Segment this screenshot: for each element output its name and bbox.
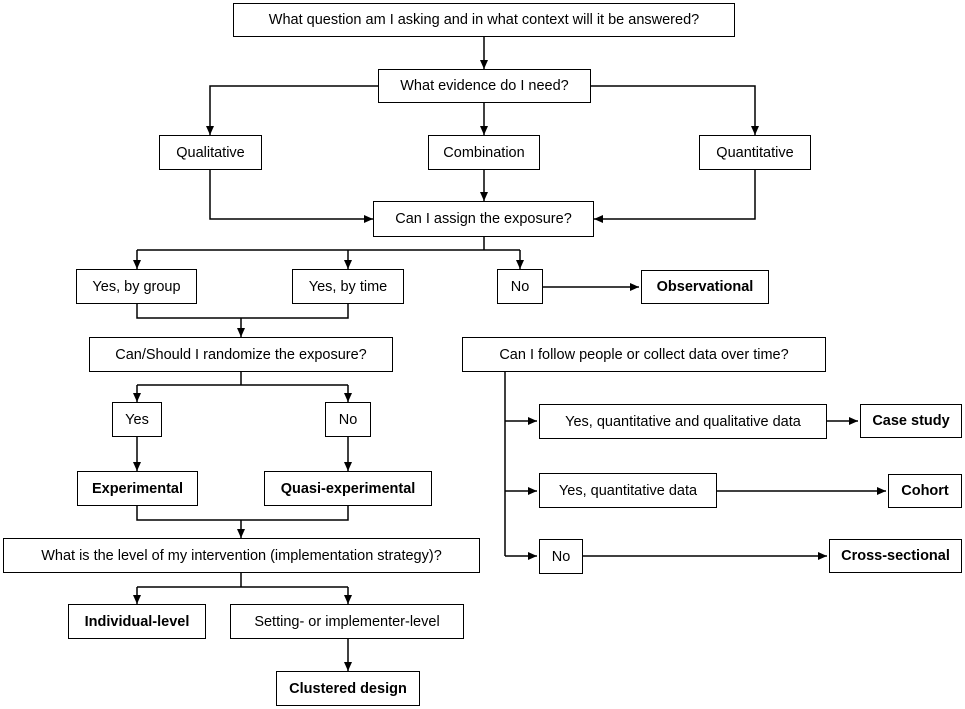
case-study-outcome-box: Case study bbox=[860, 404, 962, 438]
no-randomize-box: No bbox=[325, 402, 371, 437]
context-question-box: What question am I asking and in what co… bbox=[233, 3, 735, 37]
evidence-question-box: What evidence do I need? bbox=[378, 69, 591, 103]
observational-outcome-box: Observational bbox=[641, 270, 769, 304]
qualitative-box: Qualitative bbox=[159, 135, 262, 170]
quasi-experimental-outcome-box: Quasi-experimental bbox=[264, 471, 432, 506]
clustered-design-outcome-box: Clustered design bbox=[276, 671, 420, 706]
yes-quant-qual-box: Yes, quantitative and qualitative data bbox=[539, 404, 827, 439]
yes-by-group-box: Yes, by group bbox=[76, 269, 197, 304]
combination-box: Combination bbox=[428, 135, 540, 170]
cohort-outcome-box: Cohort bbox=[888, 474, 962, 508]
assign-exposure-question-box: Can I assign the exposure? bbox=[373, 201, 594, 237]
cross-sectional-outcome-box: Cross-sectional bbox=[829, 539, 962, 573]
experimental-outcome-box: Experimental bbox=[77, 471, 198, 506]
intervention-level-question-box: What is the level of my intervention (im… bbox=[3, 538, 480, 573]
yes-randomize-box: Yes bbox=[112, 402, 162, 437]
quantitative-box: Quantitative bbox=[699, 135, 811, 170]
randomize-question-box: Can/Should I randomize the exposure? bbox=[89, 337, 393, 372]
no-assign-box: No bbox=[497, 269, 543, 304]
follow-over-time-question-box: Can I follow people or collect data over… bbox=[462, 337, 826, 372]
yes-by-time-box: Yes, by time bbox=[292, 269, 404, 304]
setting-level-box: Setting- or implementer-level bbox=[230, 604, 464, 639]
no-follow-box: No bbox=[539, 539, 583, 574]
yes-quant-box: Yes, quantitative data bbox=[539, 473, 717, 508]
individual-level-outcome-box: Individual-level bbox=[68, 604, 206, 639]
